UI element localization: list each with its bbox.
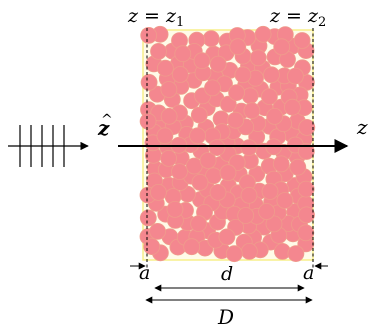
particle xyxy=(171,66,189,83)
particle xyxy=(199,152,217,169)
particle xyxy=(298,119,316,136)
particle xyxy=(258,203,276,220)
label-a-right: a xyxy=(303,262,314,284)
particle xyxy=(139,209,157,227)
particle xyxy=(240,242,258,260)
particle xyxy=(202,30,220,48)
particle xyxy=(298,206,315,224)
particle xyxy=(229,38,247,56)
particle xyxy=(139,112,157,130)
particle xyxy=(171,163,188,181)
particle xyxy=(249,49,267,67)
particle xyxy=(297,180,315,198)
particle xyxy=(218,228,236,246)
particle xyxy=(227,111,245,129)
label-zhat: z xyxy=(97,116,110,140)
particle xyxy=(219,164,237,182)
particle xyxy=(237,207,255,224)
particle xyxy=(265,215,283,233)
label-z1: z = z1 xyxy=(127,5,184,30)
particle xyxy=(160,149,178,167)
particle xyxy=(190,106,208,124)
particle xyxy=(283,98,301,116)
particle xyxy=(240,186,258,204)
particle xyxy=(140,74,158,91)
particle xyxy=(149,222,167,240)
particle xyxy=(234,66,252,84)
particle xyxy=(225,245,243,263)
particle xyxy=(189,127,207,145)
particle xyxy=(140,27,158,44)
label-z-axis: z xyxy=(356,115,368,139)
particle xyxy=(174,45,192,63)
particle xyxy=(160,107,178,125)
particle xyxy=(272,155,290,173)
particle xyxy=(209,183,227,201)
particle xyxy=(289,158,307,176)
incident-wave-icon xyxy=(8,125,89,167)
particle xyxy=(190,215,208,233)
label-zhat-hat: ^ xyxy=(101,112,113,128)
particle xyxy=(166,200,184,218)
particle xyxy=(183,238,201,256)
particle xyxy=(160,81,178,98)
particle xyxy=(193,52,211,70)
particle xyxy=(243,102,261,120)
particle xyxy=(273,38,291,56)
particle xyxy=(143,238,161,256)
label-a-left: a xyxy=(139,262,150,284)
particle xyxy=(228,84,246,101)
particle xyxy=(297,143,315,160)
particle xyxy=(204,79,221,97)
particle xyxy=(209,55,227,73)
particle xyxy=(263,66,280,84)
particle xyxy=(266,108,284,125)
particle xyxy=(297,224,315,242)
particle xyxy=(191,173,209,191)
particle xyxy=(219,95,237,113)
particle xyxy=(254,25,272,43)
particle xyxy=(156,127,174,145)
particle xyxy=(150,43,167,60)
label-d: d xyxy=(221,263,233,285)
particle xyxy=(293,32,311,49)
particle xyxy=(208,139,226,157)
particle xyxy=(286,67,304,85)
particle xyxy=(149,183,167,201)
particle xyxy=(156,59,174,77)
particle xyxy=(276,192,294,209)
particle-cloud xyxy=(139,25,316,263)
label-z2: z = z2 xyxy=(269,5,326,30)
particle xyxy=(260,88,278,105)
particle xyxy=(261,183,279,200)
label-D: D xyxy=(217,305,234,329)
particle xyxy=(240,139,258,157)
particle xyxy=(287,245,305,263)
